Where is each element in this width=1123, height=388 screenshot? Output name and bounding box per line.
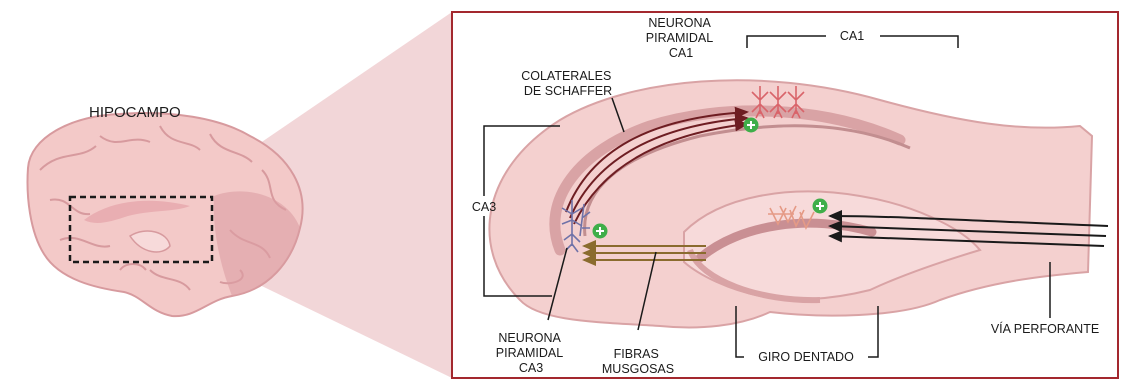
ca3-label: CA3 — [472, 200, 496, 214]
perforant-path-label: VÍA PERFORANTE — [991, 321, 1099, 336]
ca1-label: CA1 — [840, 29, 864, 43]
plus-sign-icon — [593, 224, 608, 239]
ca1-pyramidal-neurons — [752, 86, 804, 118]
figure-title: HIPOCAMPO — [89, 104, 181, 121]
dentate-gyrus-label: GIRO DENTADO — [758, 350, 854, 364]
plus-sign-icon — [813, 199, 828, 214]
schaffer-label: COLATERALES DE SCHAFFER — [521, 69, 615, 98]
plus-sign-icon — [744, 118, 759, 133]
brain-illustration — [28, 113, 303, 316]
